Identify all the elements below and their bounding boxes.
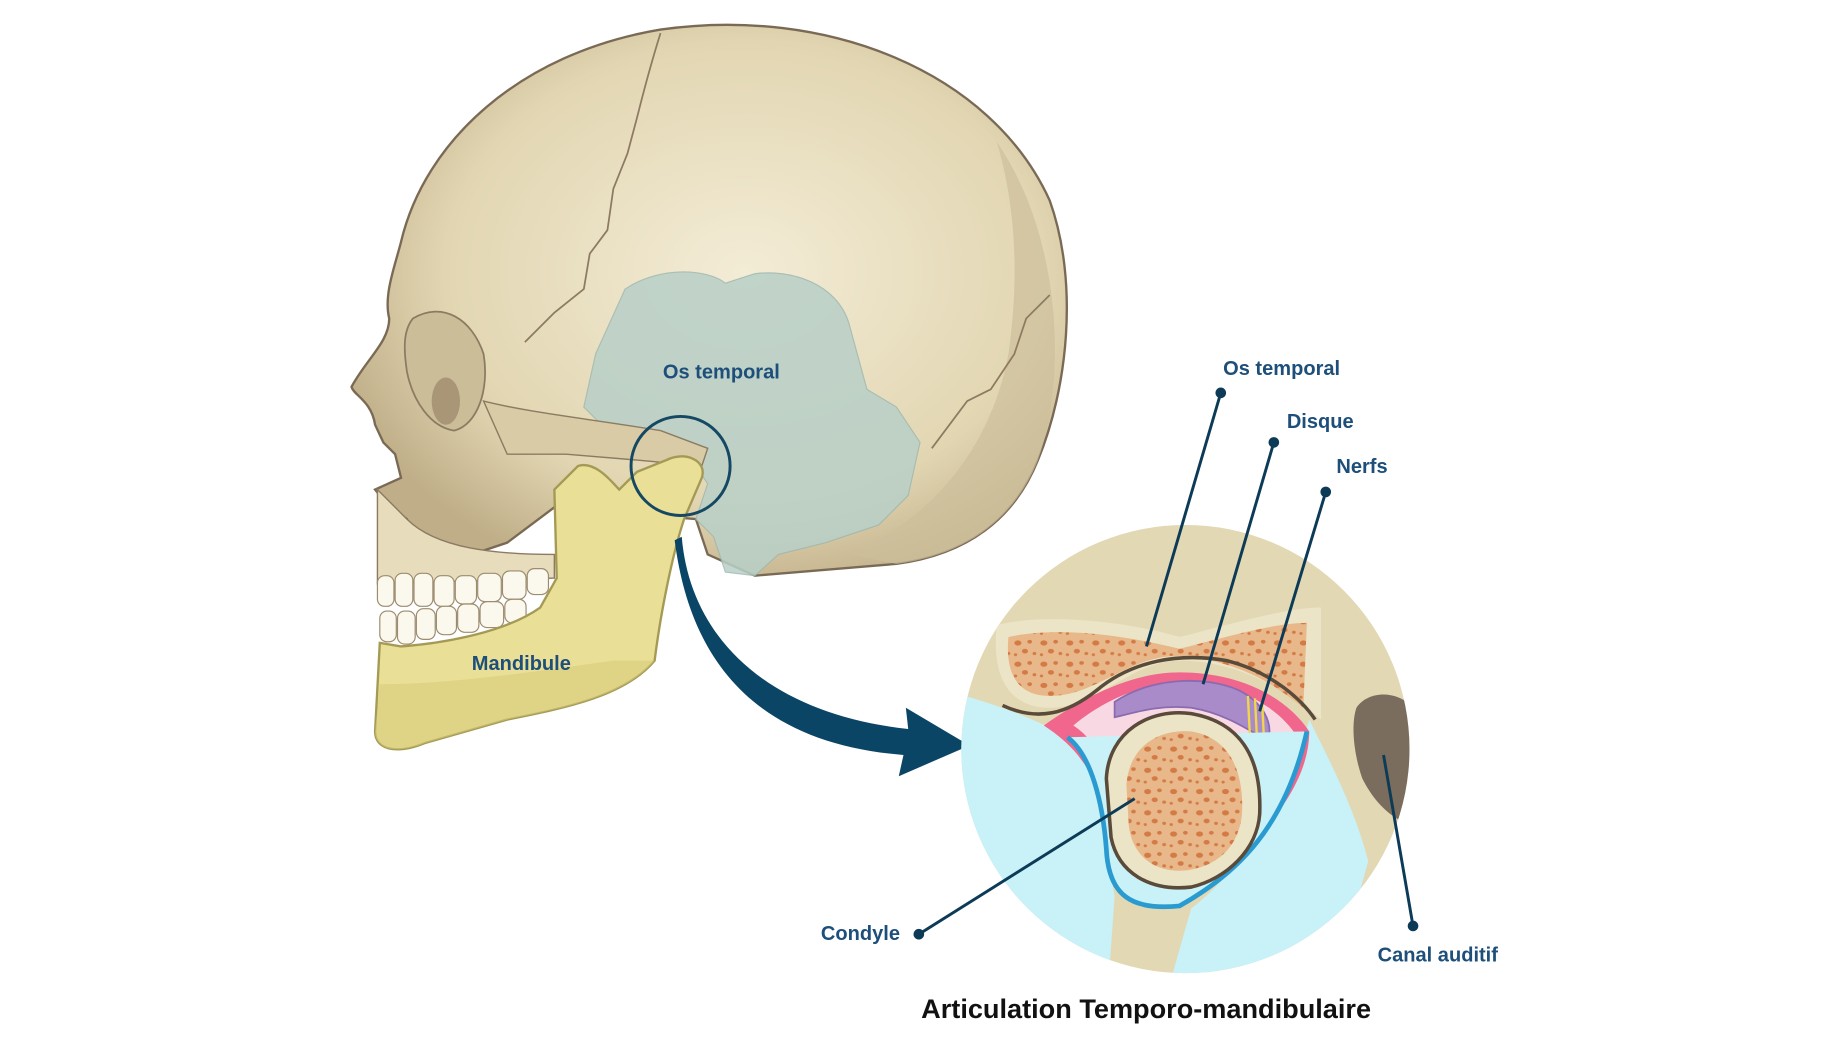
nasal-cavity [431,377,460,425]
pin-line-disc [1201,441,1276,685]
ear-blue-region-right [1167,719,1369,974]
condyle-spongy-bone [1126,731,1243,871]
pin-dot-disc [1268,437,1280,448]
pin-dot-condyle [913,928,925,940]
inset-label-ear-canal: Canal auditif [1378,944,1499,966]
teeth [376,568,550,645]
inset-label-nerves: Nerfs [1336,456,1387,478]
cranium-shadow [849,141,1055,564]
cranial-suture [524,32,662,343]
pin-line-nerves [1258,491,1328,712]
inset-label-temporal: Os temporal [1223,358,1340,380]
pin-line-condyle [918,797,1136,936]
pin-dot-ear-canal [1407,920,1419,932]
lambdoid-suture [931,294,1051,449]
pin-line-ear-canal [1382,754,1415,927]
orbit [403,310,486,432]
diagram-caption: Articulation Temporo-mandibulaire [921,993,1371,1024]
tmj-highlight-circle [629,414,732,517]
inset-label-condyle: Condyle [821,923,900,945]
pin-dot-nerves [1320,486,1332,498]
pin-dot-temporal [1215,387,1227,399]
mandible-shading [375,660,655,750]
tmj-inset: Os temporal Disque Nerfs Condyle Canal a… [821,358,1499,974]
articular-fossa-line [1001,655,1317,721]
upper-jaw [376,487,556,585]
temporal-spongy-bone [1007,622,1307,708]
inset-label-disc: Disque [1287,411,1354,433]
skull-label-mandible: Mandibule [472,653,571,675]
arrow-body [674,536,970,777]
skull-label-temporal: Os temporal [663,362,780,384]
pin-line-temporal [1145,392,1223,647]
temporal-bone-region [583,271,921,577]
zoom-arrow [674,536,970,777]
skull-illustration: Os temporal Mandibule [350,23,1068,751]
